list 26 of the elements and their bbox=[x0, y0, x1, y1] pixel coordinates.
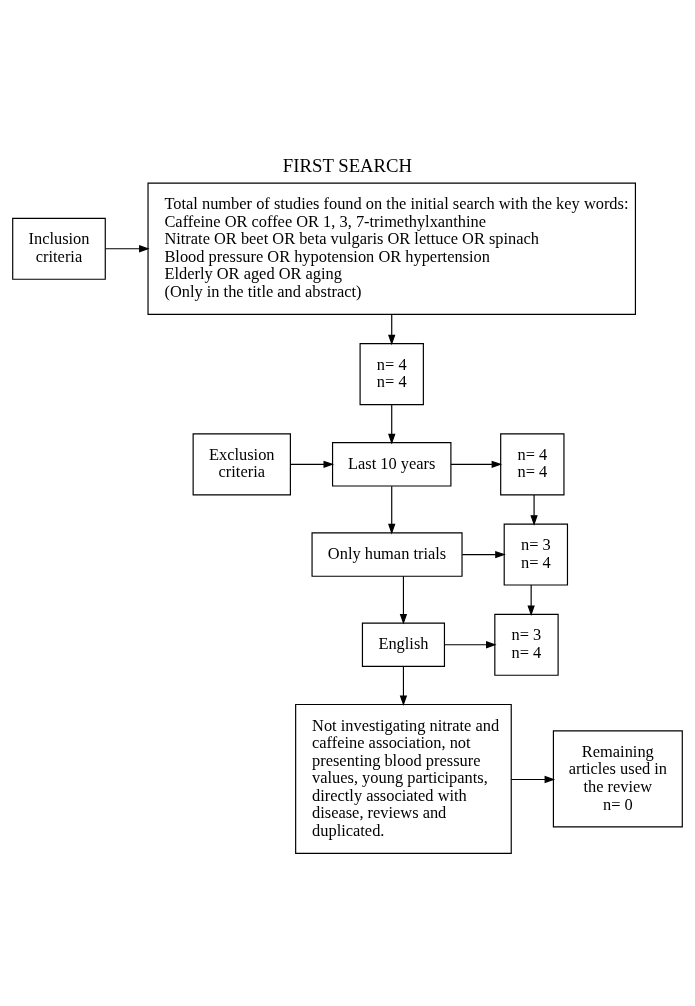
node-box: Last 10 years bbox=[331, 442, 452, 487]
arrow bbox=[444, 641, 497, 649]
arrow bbox=[399, 666, 408, 707]
arrow bbox=[399, 575, 408, 625]
arrow bbox=[461, 550, 506, 559]
arrow bbox=[530, 494, 538, 526]
node-box: Inclusion criteria bbox=[12, 217, 106, 280]
arrow bbox=[289, 460, 335, 469]
node-box: n= 3 n= 4 bbox=[494, 613, 559, 676]
diagram-title: FIRST SEARCH bbox=[282, 155, 413, 177]
arrow bbox=[527, 584, 535, 617]
node-box: Only human trials bbox=[311, 532, 463, 577]
node-box: Total number of studies found on the initial search with the key words: Caffeine OR coffee OR 1, 3, 7-trimethylxanthine Nitrate OR beet OR beta vulgaris OR lettuce OR spinach Blood pressure OR hypotension OR hypertension Elderly OR aged OR aging (Only in the title and abstract) bbox=[147, 182, 636, 315]
node-box: English bbox=[361, 622, 446, 668]
node-box: n= 4 n= 4 bbox=[500, 433, 565, 496]
arrow bbox=[450, 460, 503, 469]
arrow bbox=[388, 485, 396, 535]
node-box: n= 3 n= 4 bbox=[503, 523, 569, 586]
node-box: n= 4 n= 4 bbox=[359, 343, 424, 406]
arrow bbox=[510, 775, 556, 784]
node-box: Remaining articles used in the review n= 0 bbox=[552, 730, 683, 828]
arrow bbox=[388, 313, 396, 346]
arrow bbox=[388, 404, 396, 445]
node-box: Exclusion criteria bbox=[192, 433, 291, 496]
node-box: Not investigating nitrate and caffeine association, not presenting blood pressure values, young participants, directly associated with disease, reviews and duplicated. bbox=[295, 703, 512, 854]
arrow bbox=[105, 245, 150, 253]
